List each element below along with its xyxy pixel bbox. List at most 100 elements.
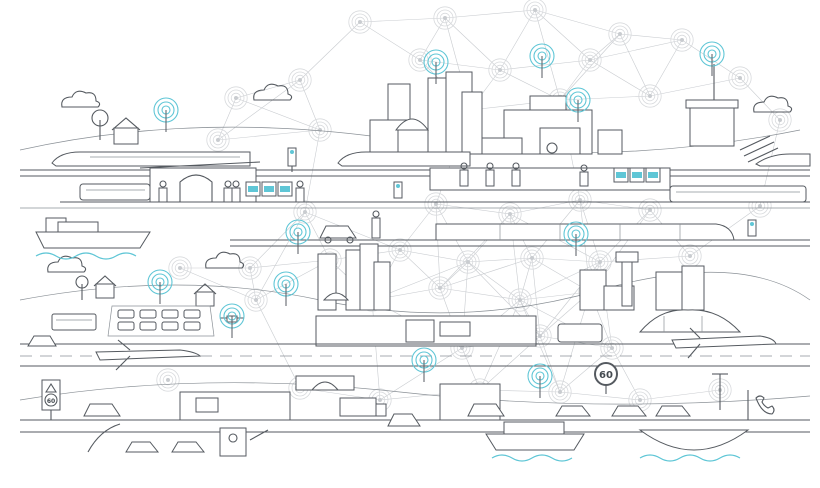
signal-ring xyxy=(614,28,626,40)
traffic-light-icon xyxy=(287,147,297,172)
signal-ring xyxy=(462,256,474,268)
train-icon xyxy=(669,185,807,203)
network-link xyxy=(249,259,331,269)
signal-ring xyxy=(638,84,662,108)
network-node xyxy=(254,298,258,302)
signal-ring xyxy=(581,51,599,69)
signal-ring xyxy=(212,134,224,146)
signal-ring xyxy=(606,342,618,354)
signal-ring xyxy=(391,241,409,259)
signal-ring xyxy=(774,114,786,126)
network-link xyxy=(589,39,683,61)
car-icon xyxy=(27,335,57,347)
network-node xyxy=(508,212,512,216)
train-icon xyxy=(51,151,251,167)
car-icon xyxy=(555,405,592,417)
signal-ring xyxy=(414,54,426,66)
network-node xyxy=(680,38,684,42)
network-node xyxy=(538,334,542,338)
signal-ring xyxy=(436,9,454,27)
network-node xyxy=(498,68,502,72)
network-link xyxy=(304,211,401,251)
signal-ring xyxy=(159,371,177,389)
network-link xyxy=(499,59,591,71)
network-link xyxy=(619,33,683,41)
signal-ring xyxy=(291,71,309,89)
network-node xyxy=(178,266,182,270)
network-link xyxy=(399,249,469,263)
network-link xyxy=(359,21,421,61)
network-link xyxy=(444,17,501,71)
signal-ring xyxy=(670,28,694,52)
cloud-icon xyxy=(205,251,245,269)
signal-ring xyxy=(523,0,547,22)
network-link xyxy=(249,267,257,301)
signal-ring xyxy=(734,72,746,84)
car-icon xyxy=(611,405,648,417)
signal-ring xyxy=(288,68,312,92)
cloud-icon xyxy=(253,83,293,101)
signal-ring xyxy=(459,253,477,271)
middle-band xyxy=(19,210,811,371)
network-link xyxy=(519,257,533,301)
signal-ring xyxy=(514,294,526,306)
network-link xyxy=(649,77,741,97)
network-link xyxy=(217,129,321,141)
network-link xyxy=(559,95,651,101)
network-node xyxy=(398,248,402,252)
bottom-band: 60 60 xyxy=(19,362,811,462)
network-link xyxy=(639,389,721,401)
signal-ring xyxy=(578,48,602,72)
cloud-icon xyxy=(61,90,101,108)
truck-icon xyxy=(339,397,387,417)
signal-ring xyxy=(520,246,544,270)
traffic-light-icon xyxy=(393,181,403,199)
speed-limit-sign: 60 xyxy=(41,379,61,420)
person-icon xyxy=(485,162,495,187)
network-node xyxy=(166,378,170,382)
signal-ring xyxy=(600,336,624,360)
signal-ring xyxy=(348,10,372,34)
network-link xyxy=(179,267,257,301)
signal-ring xyxy=(501,205,519,223)
bus-icon xyxy=(557,323,603,343)
signal-ring xyxy=(526,252,538,264)
person-icon xyxy=(295,180,305,203)
speed-limit-post-value: 60 xyxy=(47,398,55,405)
network-mesh xyxy=(156,0,792,412)
cloud-icon xyxy=(753,95,793,113)
network-node xyxy=(466,260,470,264)
upper-landscape xyxy=(19,64,811,209)
signal-ring xyxy=(299,206,311,218)
signal-ring xyxy=(296,203,314,221)
network-node xyxy=(738,76,742,80)
signal-ring xyxy=(314,124,326,136)
network-link xyxy=(399,203,437,251)
signal-ring xyxy=(431,279,449,297)
car-icon xyxy=(171,441,206,453)
signal-ring xyxy=(293,200,317,224)
network-node xyxy=(216,138,220,142)
signal-ring xyxy=(394,244,406,256)
signal-ring xyxy=(224,86,248,110)
network-link xyxy=(444,9,536,19)
network-node xyxy=(598,260,602,264)
signal-ring xyxy=(508,288,532,312)
network-link xyxy=(519,261,601,301)
network-link xyxy=(589,59,651,97)
network-link xyxy=(235,97,321,131)
network-link xyxy=(304,211,331,261)
network-link xyxy=(217,79,301,141)
network-link xyxy=(359,17,446,23)
network-node xyxy=(518,298,522,302)
network-link xyxy=(439,261,469,289)
network-node xyxy=(418,58,422,62)
network-link xyxy=(539,335,561,393)
network-node xyxy=(248,266,252,270)
signal-ring xyxy=(551,383,569,401)
signal-ring xyxy=(584,54,596,66)
signal-ring xyxy=(433,6,457,30)
bus-icon xyxy=(51,313,97,331)
airplane-icon xyxy=(95,339,202,371)
